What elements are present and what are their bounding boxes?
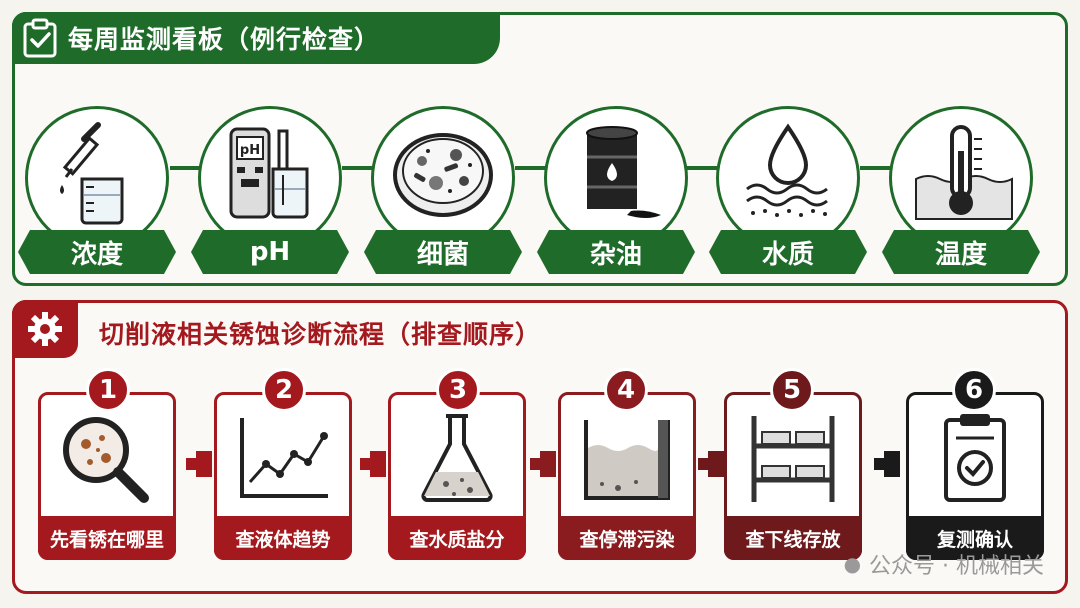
monitor-item-bacteria: 细菌: [364, 106, 522, 280]
ph-meter-text: pH: [240, 143, 260, 158]
thermometer-icon: [915, 125, 1013, 220]
diagnosis-step-2: 查液体趋势: [214, 392, 352, 560]
diagnosis-panel: 切削液相关锈蚀诊断流程（排查顺序）: [12, 300, 1068, 594]
arrow-icon: [874, 451, 900, 477]
connector: [170, 166, 210, 170]
storage-rack-icon: [751, 416, 835, 502]
item-label: pH: [191, 230, 349, 274]
item-label: 杂油: [537, 230, 695, 274]
diagnosis-step-6: 复测确认: [906, 392, 1044, 560]
monitor-item-water-quality: 水质: [709, 106, 867, 280]
arrow-icon: [698, 451, 724, 477]
clipboard-check-icon: [12, 12, 68, 64]
arrow-icon: [530, 451, 556, 477]
weekly-header: 每周监测看板（例行检查）: [12, 12, 500, 64]
oil-barrel-icon: [586, 126, 661, 218]
wechat-icon: ●: [843, 552, 862, 576]
arrow-icon: [186, 451, 212, 477]
ph-meter-icon: pH: [229, 127, 309, 219]
step-number: 2: [262, 368, 306, 412]
connector: [342, 166, 382, 170]
clipboard-check-icon: [944, 414, 1006, 502]
monitor-item-ph: pH pH: [191, 106, 349, 280]
weekly-monitoring-panel: 每周监测看板（例行检查） 浓度 pH: [12, 12, 1068, 286]
weekly-title: 每周监测看板（例行检查）: [68, 25, 381, 54]
arrow-icon: [360, 451, 386, 477]
petri-dish-icon: [393, 133, 493, 217]
connector: [515, 166, 555, 170]
step-number: 3: [436, 368, 480, 412]
flask-icon: [421, 414, 493, 502]
monitor-item-temperature: 温度: [882, 106, 1040, 280]
item-label: 浓度: [18, 230, 176, 274]
step-label: 先看锈在哪里: [38, 516, 176, 560]
item-label: 水质: [709, 230, 867, 274]
trend-chart-icon: [240, 418, 328, 498]
watermark-text: 公众号 · 机械相关: [869, 554, 1044, 579]
step-label: 复测确认: [906, 516, 1044, 560]
step-label: 查停滞污染: [558, 516, 696, 560]
magnifier-rust-icon: [63, 417, 149, 503]
step-number: 6: [952, 368, 996, 412]
diagnosis-title: 切削液相关锈蚀诊断流程（排查顺序）: [99, 320, 542, 349]
monitor-item-concentration: 浓度: [18, 106, 176, 280]
connector: [860, 166, 900, 170]
step-number: 1: [86, 368, 130, 412]
connector: [687, 166, 727, 170]
watermark: ● 公众号 · 机械相关: [844, 548, 1044, 580]
gear-icon: [12, 300, 78, 358]
diagnosis-step-5: 查下线存放: [724, 392, 862, 560]
item-label: 细菌: [364, 230, 522, 274]
step-label: 查下线存放: [724, 516, 862, 560]
stagnant-tank-icon: [584, 420, 670, 500]
diagnosis-step-3: 查水质盐分: [388, 392, 526, 560]
step-number: 4: [604, 368, 648, 412]
item-label: 温度: [882, 230, 1040, 274]
dropper-beaker-icon: [60, 122, 124, 225]
step-label: 查液体趋势: [214, 516, 352, 560]
diagnosis-step-1: 先看锈在哪里: [38, 392, 176, 560]
step-number: 5: [770, 368, 814, 412]
monitor-item-tramp-oil: 杂油: [537, 106, 695, 280]
water-drop-icon: [746, 123, 828, 217]
diagnosis-step-4: 查停滞污染: [558, 392, 696, 560]
step-label: 查水质盐分: [388, 516, 526, 560]
